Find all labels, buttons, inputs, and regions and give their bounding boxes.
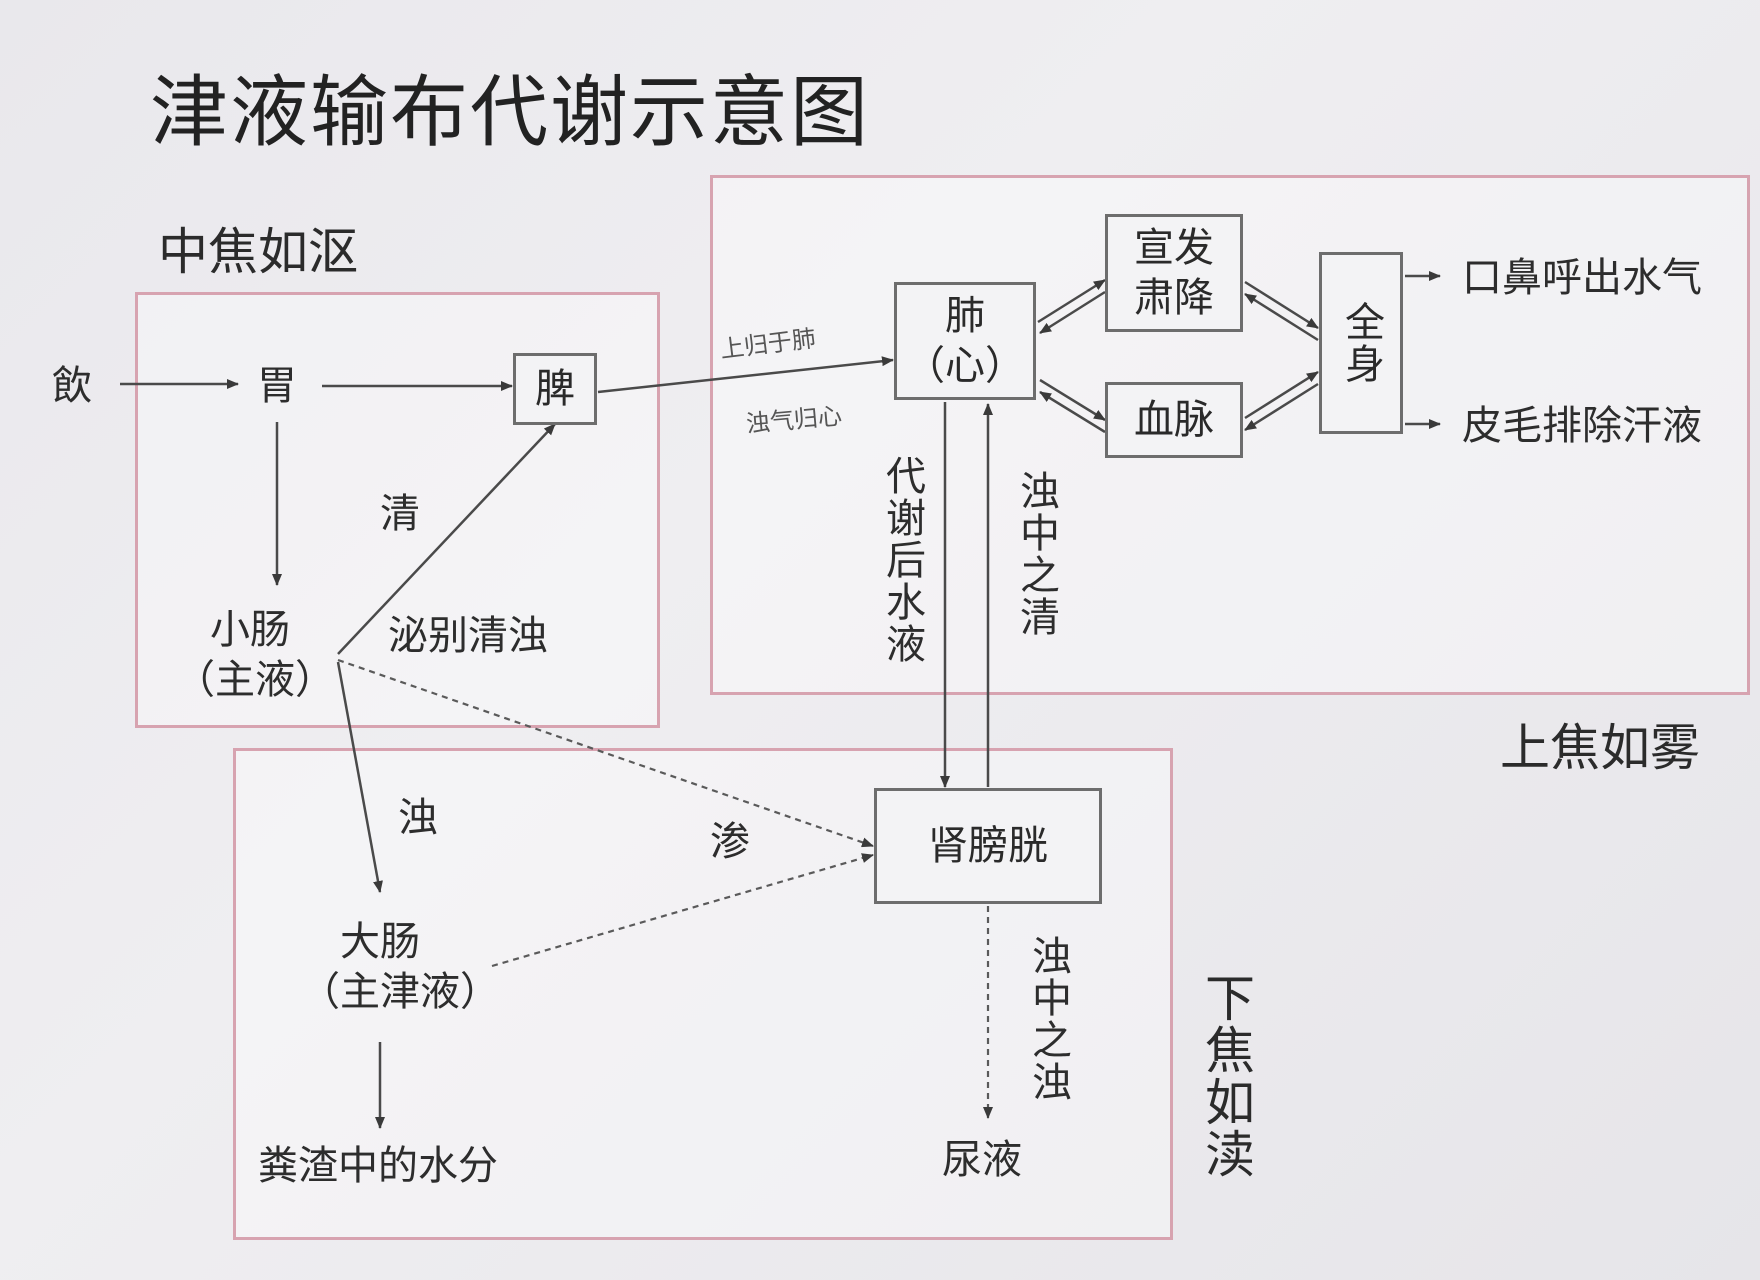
lung-label: 肺: [945, 293, 985, 339]
turbid-label: 浊: [398, 795, 438, 841]
clear-label: 清: [380, 491, 420, 537]
arrow-seep-large-intestine: [491, 853, 874, 968]
large-intestine-label: 大肠: [340, 919, 420, 965]
arrow-spleen-lung: [597, 356, 894, 394]
arrow-vessels-body: [1244, 370, 1319, 420]
seep-label: 渗: [710, 819, 750, 865]
arrow-lung-vessels: [1039, 378, 1106, 422]
kidney-bladder-node: 肾膀胱: [874, 788, 1102, 904]
spleen-node: 脾: [513, 353, 597, 425]
disperse-descend-node: 宣发 肃降: [1105, 214, 1243, 332]
separate-label: 泌别清浊: [388, 613, 548, 659]
disperse-label: 宣发: [1134, 225, 1214, 271]
arrow-vessels-lung: [1039, 390, 1106, 434]
large-intestine-sublabel: （主津液）: [300, 969, 500, 1015]
urine-node: 尿液: [942, 1137, 1022, 1183]
exhale-output: 口鼻呼出水气: [1462, 255, 1702, 301]
lower-jiao-label: 下焦如渎: [1197, 972, 1255, 1180]
lung-heart-node: 肺 （心）: [894, 282, 1036, 400]
arrow-disperse-lung: [1039, 290, 1106, 335]
sweat-output: 皮毛排除汗液: [1462, 403, 1702, 449]
small-intestine-label: 小肠: [210, 607, 290, 653]
upper-jiao-label: 上焦如雾: [1500, 719, 1700, 777]
page-title: 津液输布代谢示意图: [150, 68, 871, 158]
heart-label: （心）: [905, 343, 1025, 389]
arrow-body-disperse: [1244, 292, 1319, 342]
arrow-body-vessels: [1244, 382, 1319, 432]
small-intestine-sublabel: （主液）: [175, 657, 335, 703]
arrow-lung-disperse: [1037, 278, 1106, 324]
turbid-of-turbid-label: 浊中之浊: [1025, 935, 1071, 1103]
middle-jiao-label: 中焦如沤: [158, 223, 358, 281]
metabolized-water-label: 代谢后水液: [879, 455, 925, 665]
drink-node: 飲: [52, 363, 92, 409]
descend-label: 肃降: [1134, 275, 1214, 321]
arrow-turbid-to-large-intestine: [336, 661, 383, 893]
arrow-clear-to-spleen: [337, 423, 556, 655]
vessels-node: 血脉: [1105, 382, 1243, 458]
arrow-disperse-body: [1244, 280, 1319, 330]
feces-water-node: 粪渣中的水分: [258, 1143, 498, 1189]
stomach-node: 胃: [257, 363, 297, 409]
whole-body-node: 全身: [1319, 252, 1403, 434]
clear-of-turbid-label: 浊中之清: [1013, 470, 1059, 638]
